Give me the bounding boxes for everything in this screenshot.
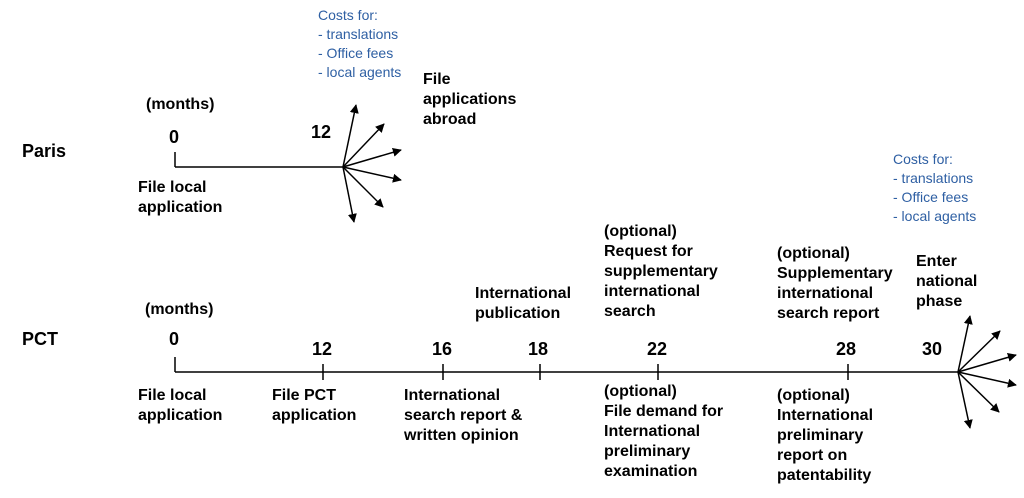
text-line: - Office fees bbox=[893, 189, 969, 205]
pct-tick-label-16: 16 bbox=[432, 339, 453, 359]
pct-file-local-application: File local application bbox=[138, 386, 222, 426]
text-line: International bbox=[604, 423, 701, 440]
text-line: Costs for: bbox=[318, 7, 378, 23]
text-line: - local agents bbox=[893, 208, 977, 224]
paris-months-label: (months) bbox=[146, 96, 215, 113]
pct-supplementary-search-report: (optional) Supplementary international s… bbox=[777, 244, 893, 324]
text-line: search report bbox=[777, 305, 880, 322]
paris-arrow bbox=[342, 104, 359, 168]
text-line: international bbox=[604, 283, 701, 300]
text-line: international bbox=[777, 285, 874, 302]
pct-tick-label-22: 22 bbox=[647, 339, 668, 359]
text-line: File local bbox=[138, 179, 207, 196]
pct-costs-note: Costs for: - translations - Office fees … bbox=[893, 150, 976, 226]
pct-enter-national-phase: Enter national phase bbox=[916, 252, 977, 312]
text-line: File local bbox=[138, 387, 207, 404]
pct-arrow bbox=[957, 352, 1017, 373]
text-line: (optional) bbox=[777, 245, 850, 262]
paris-arrow bbox=[342, 123, 385, 168]
text-line: - local agents bbox=[318, 64, 402, 80]
text-line: publication bbox=[475, 305, 561, 322]
text-line: abroad bbox=[423, 111, 477, 128]
text-line: Costs for: bbox=[893, 151, 953, 167]
paris-costs-note: Costs for: - translations - Office fees … bbox=[318, 6, 401, 82]
paris-arrow bbox=[342, 166, 402, 183]
text-line: File demand for bbox=[604, 403, 724, 420]
text-line: preliminary bbox=[777, 427, 864, 444]
pct-row-label: PCT bbox=[22, 329, 58, 349]
text-line: search bbox=[604, 303, 656, 320]
pct-arrow bbox=[957, 371, 973, 429]
text-line: (optional) bbox=[604, 223, 677, 240]
text-line: Enter bbox=[916, 253, 957, 270]
text-line: application bbox=[138, 199, 223, 216]
paris-arrow-fan bbox=[342, 104, 402, 223]
pct-timeline bbox=[174, 315, 1017, 429]
text-line: preliminary bbox=[604, 443, 691, 460]
pct-tick-label-12: 12 bbox=[312, 339, 333, 359]
pct-tick-label-28: 28 bbox=[836, 339, 857, 359]
text-line: - Office fees bbox=[318, 45, 394, 61]
paris-row-label: Paris bbox=[22, 141, 67, 161]
text-line: national bbox=[916, 273, 978, 290]
pct-arrow bbox=[957, 330, 1001, 373]
text-line: patentability bbox=[777, 467, 872, 484]
text-line: application bbox=[272, 407, 357, 424]
pct-demand-preliminary-examination: (optional) File demand for International… bbox=[604, 382, 723, 482]
text-line: International bbox=[404, 387, 501, 404]
paris-arrow bbox=[342, 166, 384, 208]
text-line: Request for bbox=[604, 243, 693, 260]
paris-file-local-application: File local application bbox=[138, 178, 222, 218]
pct-tick-label-18: 18 bbox=[528, 339, 549, 359]
pct-arrow bbox=[957, 371, 1000, 413]
text-line: report on bbox=[777, 447, 848, 464]
pct-arrow bbox=[957, 371, 1017, 388]
text-line: File PCT bbox=[272, 387, 337, 404]
text-line: search report & bbox=[404, 407, 523, 424]
pct-arrow-fan bbox=[957, 315, 1017, 429]
paris-arrow bbox=[342, 166, 357, 223]
pct-months-label: (months) bbox=[145, 301, 214, 318]
text-line: applications bbox=[423, 91, 517, 108]
text-line: phase bbox=[916, 293, 963, 310]
text-line: International bbox=[475, 285, 572, 302]
paris-timeline bbox=[174, 104, 402, 223]
text-line: written opinion bbox=[404, 427, 519, 444]
pct-tick-label-30: 30 bbox=[922, 339, 943, 359]
pct-preliminary-report-on-patentability: (optional) International preliminary rep… bbox=[777, 386, 873, 486]
text-line: examination bbox=[604, 463, 698, 480]
paris-file-applications-abroad: File applications abroad bbox=[423, 70, 516, 130]
paris-tick-label-12: 12 bbox=[311, 122, 332, 142]
text-line: International bbox=[777, 407, 874, 424]
pct-ticks bbox=[174, 357, 849, 380]
text-line: application bbox=[138, 407, 223, 424]
text-line: (optional) bbox=[604, 383, 677, 400]
pct-file-pct-application: File PCT application bbox=[272, 386, 356, 426]
text-line: supplementary bbox=[604, 263, 718, 280]
pct-search-report-written-opinion: International search report & written op… bbox=[404, 386, 522, 446]
text-line: (optional) bbox=[777, 387, 850, 404]
pct-arrow bbox=[957, 315, 973, 373]
pct-tick-label-0: 0 bbox=[169, 329, 180, 349]
text-line: File bbox=[423, 71, 451, 88]
pct-supplementary-search-request: (optional) Request for supplementary int… bbox=[604, 222, 718, 322]
text-line: - translations bbox=[318, 26, 399, 42]
text-line: - translations bbox=[893, 170, 974, 186]
pct-international-publication: International publication bbox=[475, 284, 571, 324]
paris-arrow bbox=[342, 147, 402, 168]
paris-tick-label-0: 0 bbox=[169, 127, 180, 147]
text-line: Supplementary bbox=[777, 265, 893, 282]
